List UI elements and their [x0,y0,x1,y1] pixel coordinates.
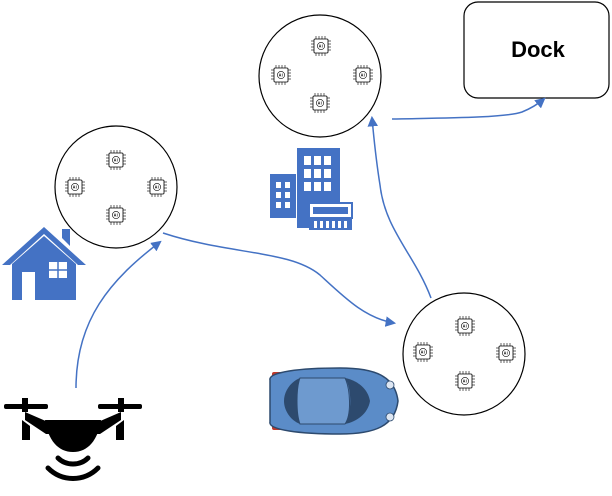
arrow-home-to-car [162,232,397,327]
ai-chip-icon [105,204,127,226]
cluster-office [258,14,382,138]
dock-label: Dock [511,37,566,62]
house-icon [2,227,86,300]
dock-node: Dock [463,1,610,99]
arrow-office-to-dock [391,97,546,120]
arrow-car-to-office [367,115,432,299]
arrow-drone-to-home [75,240,162,389]
office-building-icon [270,148,353,230]
ai-chip-icon [270,64,292,86]
cluster-home [54,125,178,249]
ai-chip-icon [146,176,168,198]
car-icon [269,367,399,435]
ai-chip-icon [64,176,86,198]
ai-chip-icon [454,370,476,392]
ai-chip-icon [352,64,374,86]
drone-icon [4,398,142,481]
ai-chip-icon [454,315,476,337]
ai-chip-icon [412,341,434,363]
ai-chip-icon [309,92,331,114]
ai-chip-icon [495,342,517,364]
ai-chip-icon [105,149,127,171]
cluster-car [402,292,526,416]
ai-chip-icon [310,35,332,57]
connections [75,97,546,389]
